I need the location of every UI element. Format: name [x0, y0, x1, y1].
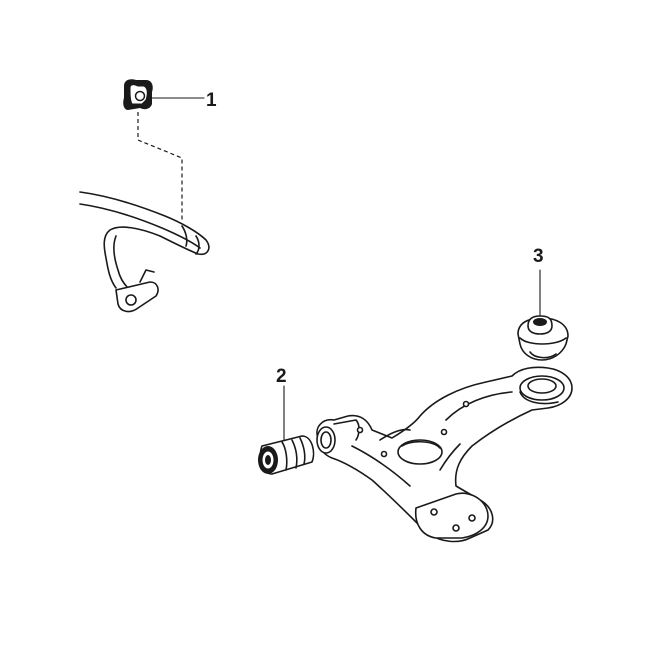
callout-3: 3 — [533, 246, 544, 267]
rear-bushing — [517, 315, 569, 361]
dashed-guide-line — [137, 112, 183, 222]
stabilizer-link — [115, 269, 159, 313]
stabilizer-bushing — [123, 79, 153, 110]
lower-control-arm — [316, 366, 573, 543]
front-bushing — [258, 435, 315, 475]
callout-2: 2 — [276, 366, 287, 387]
callout-1: 1 — [206, 90, 217, 111]
stabilizer-bar — [79, 191, 210, 289]
